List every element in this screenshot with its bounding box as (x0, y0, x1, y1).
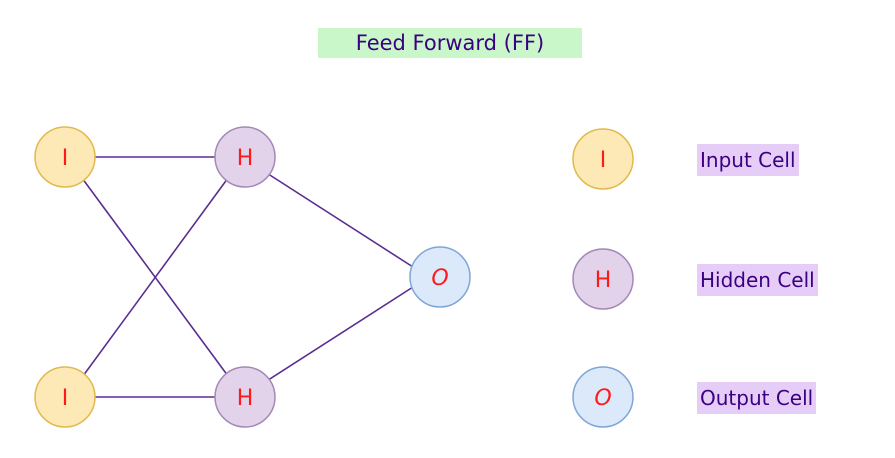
hidden-node-2-label: H (237, 386, 254, 411)
legend-input-symbol-label: I (600, 148, 607, 173)
input-node-2-label: I (62, 386, 69, 411)
legend-output-symbol: O (572, 366, 634, 428)
hidden-node-1-label: H (237, 146, 254, 171)
edges (81, 156, 414, 398)
edge-input2-hidden1 (82, 177, 229, 377)
edge-hidden2-output (261, 286, 414, 385)
input-node-1-label: I (62, 146, 69, 171)
legend-output-symbol-label: O (594, 386, 611, 411)
legend-hidden-symbol: H (572, 248, 634, 310)
output-node-1: O (409, 246, 471, 308)
legend-input-symbol: I (572, 128, 634, 190)
output-node-1-label: O (431, 266, 448, 291)
hidden-node-1: H (214, 126, 276, 188)
input-node-2: I (34, 366, 96, 428)
legend-input-label: Input Cell (697, 144, 799, 176)
legend-output-label: Output Cell (697, 382, 817, 414)
legend-hidden-label: Hidden Cell (697, 264, 818, 296)
diagram-title: Feed Forward (FF) (318, 28, 582, 58)
input-node-1: I (34, 126, 96, 188)
legend-hidden-symbol-label: H (595, 268, 612, 293)
hidden-node-2: H (214, 366, 276, 428)
edge-hidden1-output (261, 169, 414, 268)
